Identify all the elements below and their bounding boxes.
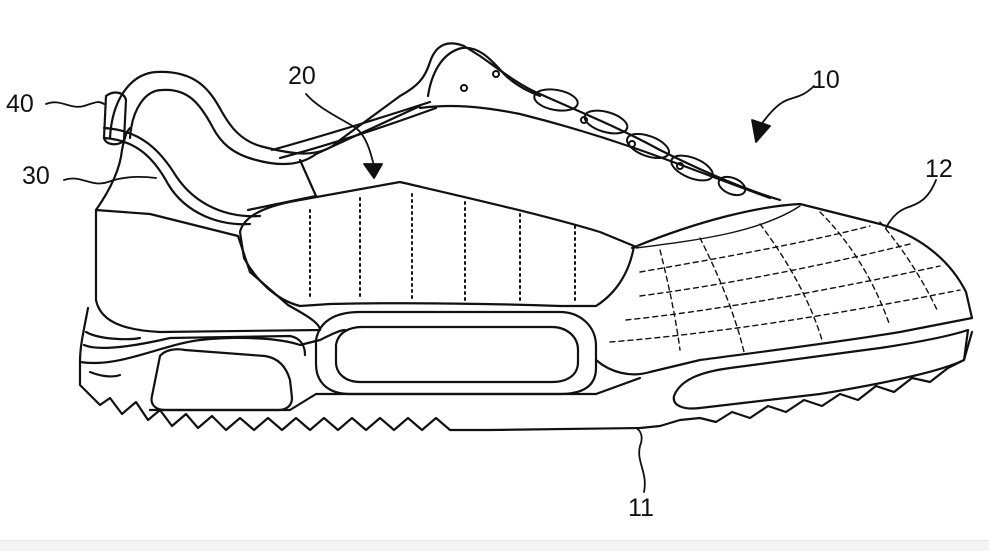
heel-pull (104, 93, 126, 145)
leader-lines (46, 86, 936, 492)
label-outsole: 11 (628, 496, 654, 521)
side-panel (240, 182, 634, 306)
toe-box-outline (632, 204, 972, 318)
lace-knots (461, 71, 748, 199)
collar-inner (130, 90, 420, 164)
label-lace-cord: 30 (22, 164, 50, 189)
leader-10 (760, 86, 814, 126)
perforations (310, 194, 575, 304)
vamp (420, 106, 770, 198)
quarter-line (248, 160, 316, 210)
heel-counter (96, 210, 320, 332)
forefoot-sole (596, 318, 972, 374)
leader-10-arrow (752, 120, 770, 142)
upper (96, 43, 972, 332)
label-heel-pull: 40 (6, 92, 34, 117)
outsole (80, 308, 972, 430)
label-toe-cap: 12 (925, 157, 953, 182)
heel-window (152, 349, 292, 410)
forefoot-window (674, 330, 968, 409)
leader-11 (636, 428, 645, 492)
label-side-panel: 20 (288, 64, 316, 89)
leader-20-arrow (364, 164, 382, 178)
label-upper: 10 (812, 68, 840, 93)
bottom-border (0, 540, 989, 551)
tongue (428, 48, 540, 96)
heel-stripe (86, 332, 140, 339)
heel-stripe-2 (90, 372, 120, 376)
air-window-inner (336, 327, 578, 382)
leader-40 (46, 102, 104, 107)
leader-30 (64, 177, 156, 184)
leader-12 (886, 180, 936, 228)
